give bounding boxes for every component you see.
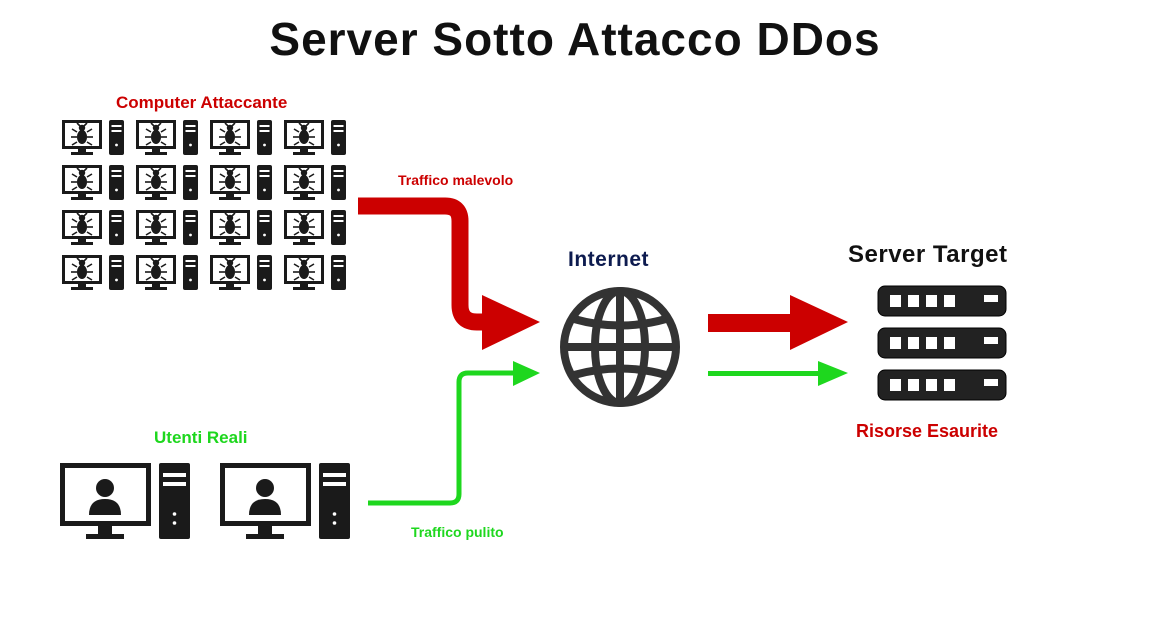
- bug-computer-icon: [136, 120, 198, 155]
- internet-label: Internet: [568, 248, 650, 271]
- bug-computer-icon: [284, 165, 346, 200]
- diagram-title: Server Sotto Attacco DDos: [269, 13, 881, 65]
- user-computer-icon: [220, 463, 350, 539]
- bug-computer-icon: [136, 210, 198, 245]
- server-unit: [877, 327, 1007, 359]
- server-target-label: Server Target: [848, 241, 1008, 268]
- malicious-traffic-label: Traffico malevolo: [398, 172, 514, 188]
- bug-computer-icon: [210, 165, 272, 200]
- server-rack-icon: [877, 285, 1007, 401]
- user-computer-icon: [60, 463, 190, 539]
- real-users-label: Utenti Reali: [154, 428, 248, 447]
- server-unit: [877, 369, 1007, 401]
- bug-computer-icon: [136, 165, 198, 200]
- bug-computer-icon: [210, 255, 272, 290]
- bug-computer-icon: [284, 255, 346, 290]
- bug-computer-icon: [210, 120, 272, 155]
- bug-computer-icon: [62, 120, 124, 155]
- bug-computer-icon: [284, 210, 346, 245]
- bug-computer-icon: [62, 255, 124, 290]
- bug-computer-icon: [62, 210, 124, 245]
- clean-traffic-label: Traffico pulito: [411, 524, 504, 540]
- server-unit: [877, 285, 1007, 317]
- attackers-label: Computer Attaccante: [116, 93, 288, 112]
- globe-icon: [560, 287, 680, 407]
- bug-computer-icon: [284, 120, 346, 155]
- bug-computer-icon: [62, 165, 124, 200]
- bug-computer-icon: [136, 255, 198, 290]
- bug-computer-icon: [210, 210, 272, 245]
- resources-exhausted-label: Risorse Esaurite: [856, 421, 999, 441]
